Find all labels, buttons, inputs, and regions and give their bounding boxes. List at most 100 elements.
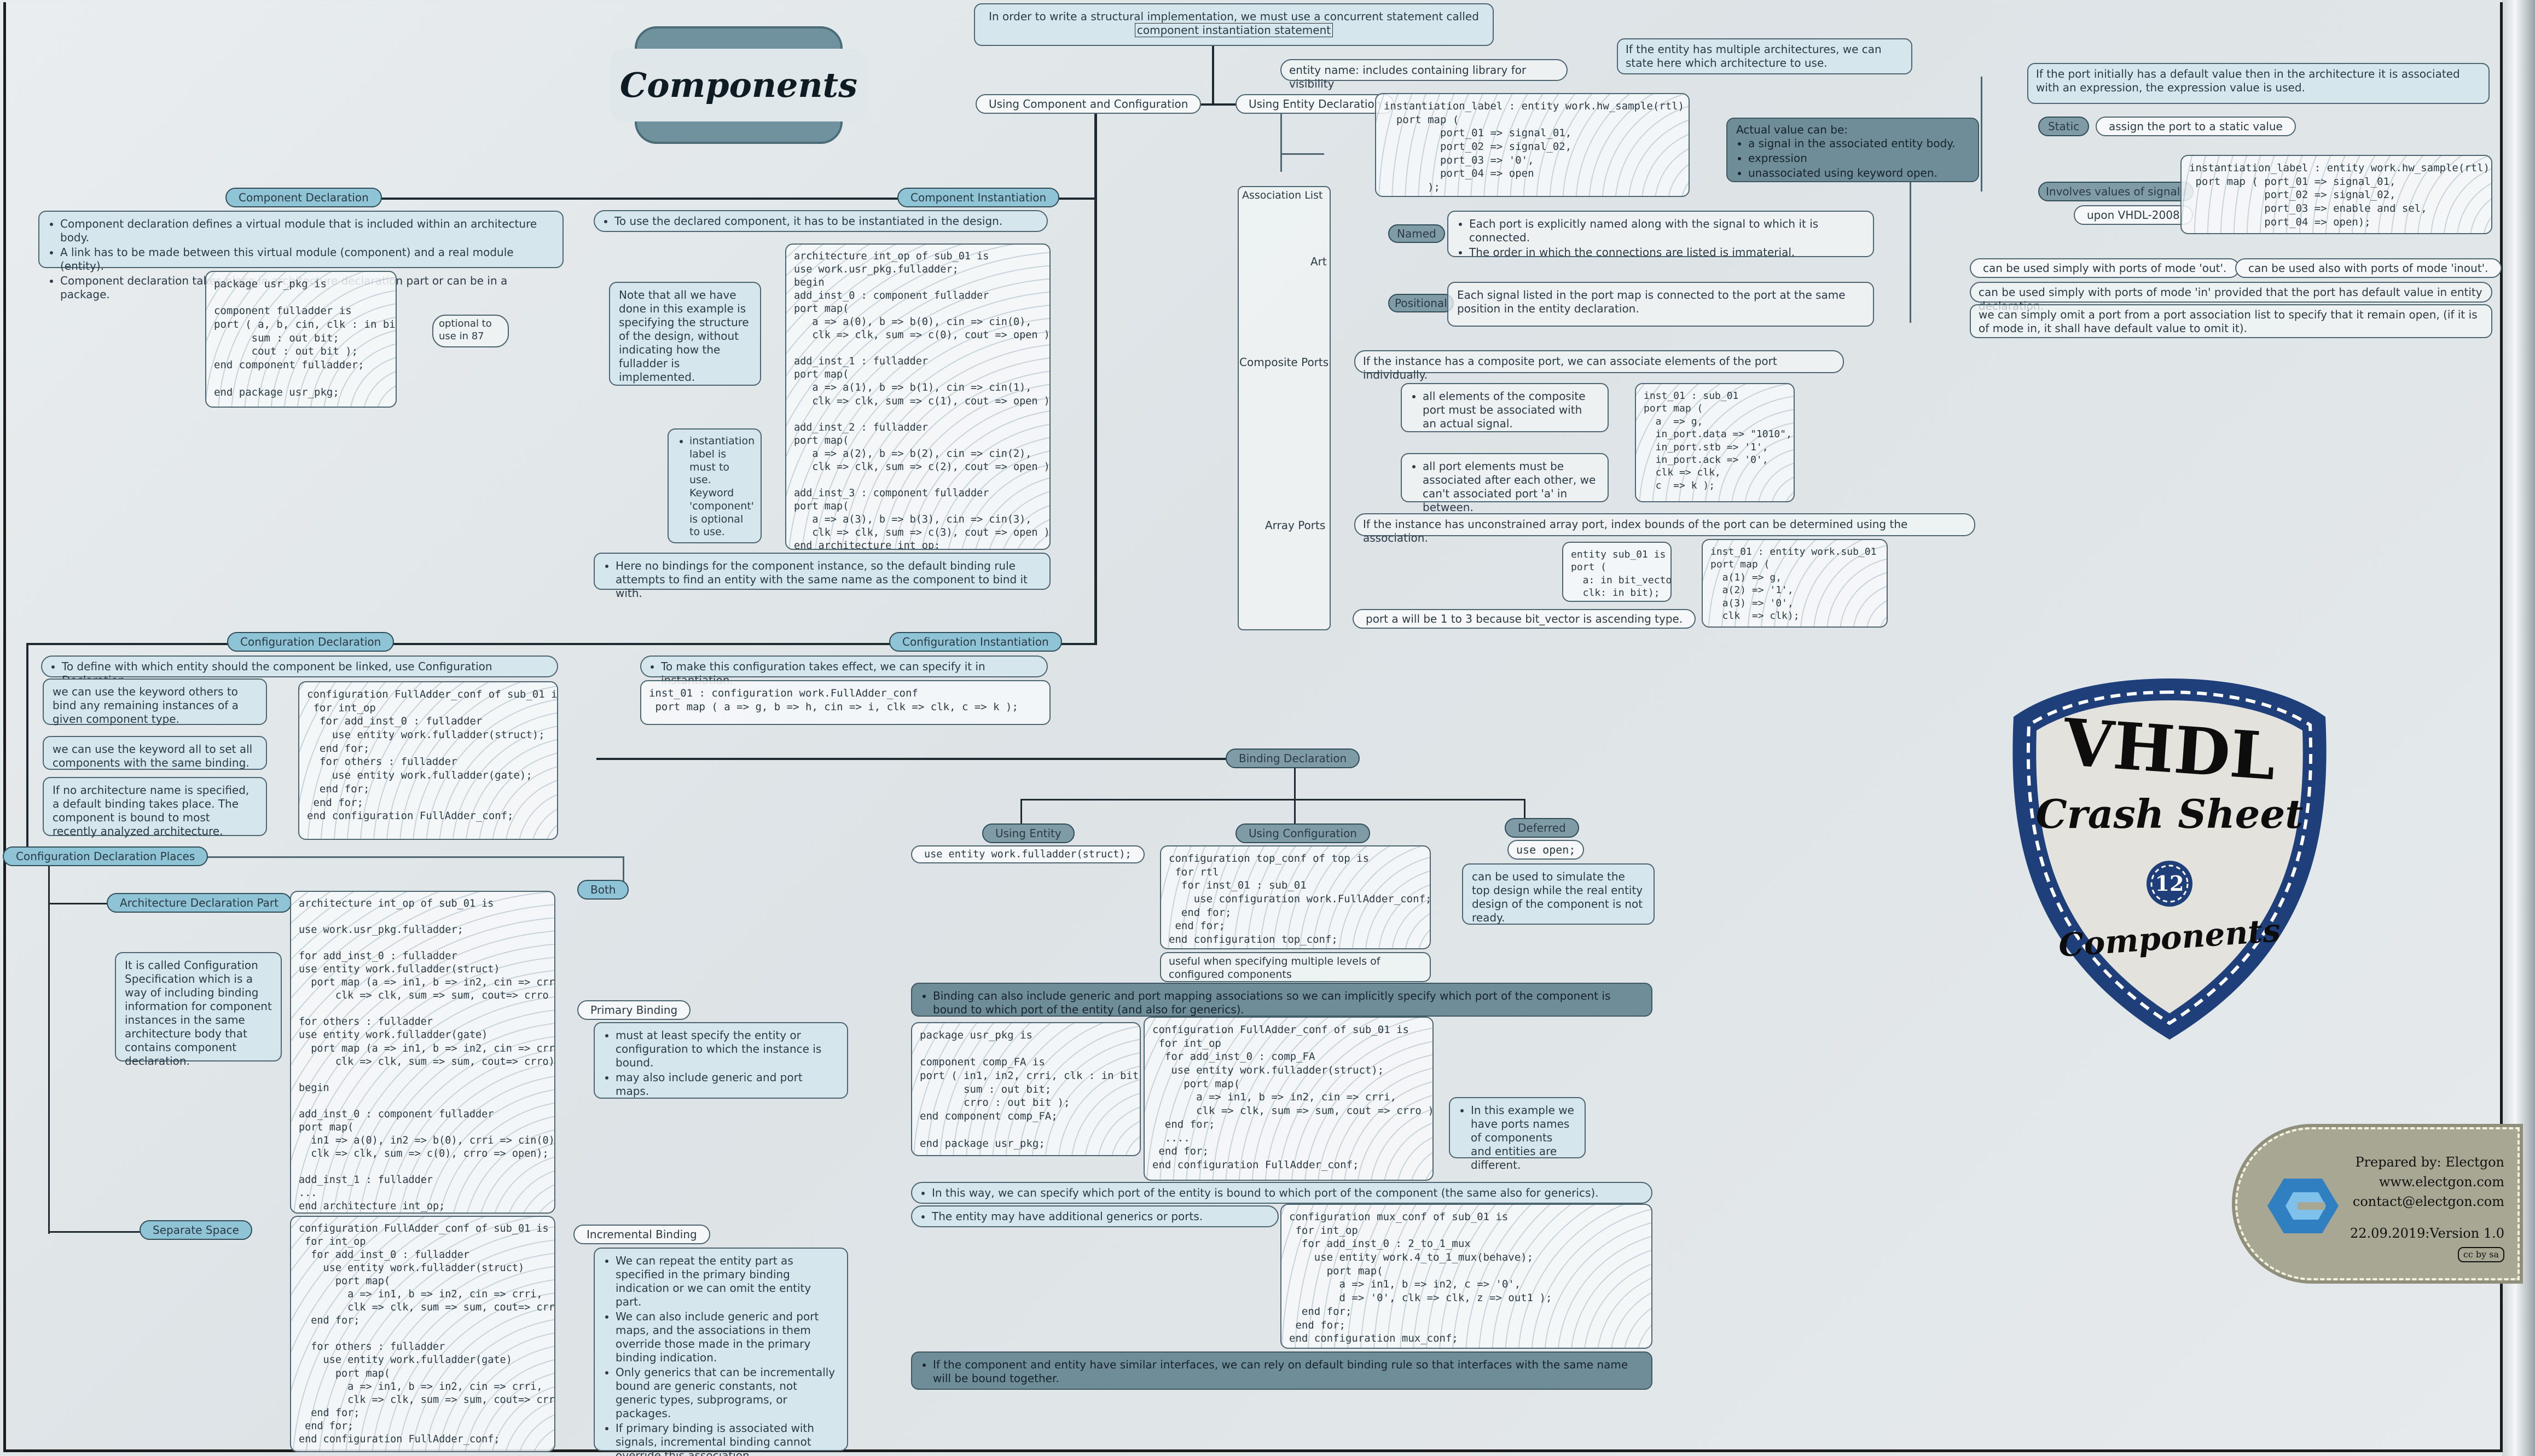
- specify-note: In this way, we can specify which port o…: [911, 1182, 1652, 1204]
- array-result-note: port a will be 1 to 3 because bit_vector…: [1353, 609, 1696, 629]
- page-title: Components: [610, 49, 868, 121]
- node-component-instantiation: Component Instantiation: [897, 188, 1060, 207]
- trunk-line: [1094, 103, 1097, 645]
- actual-title: Actual value can be:: [1736, 123, 1848, 136]
- electgon-logo-icon: [2267, 1179, 2339, 1233]
- label-note-text: instantiation label is must to use. Keyw…: [689, 435, 755, 539]
- signals-code: instantiation_label : entity work.hw_sam…: [2180, 155, 2492, 234]
- right-v-line: [1981, 77, 1982, 192]
- association-list-label: Association List: [1242, 189, 1323, 201]
- credit-text: Prepared by: Electgon www.electgon.com c…: [2350, 1152, 2504, 1263]
- comp-decl-item: Component declaration defines a virtual …: [60, 217, 554, 245]
- default-binding-text: Here no bindings for the component insta…: [616, 559, 1041, 600]
- composite-a-text: all elements of the composite port must …: [1423, 390, 1599, 431]
- similar-interfaces-note: If the component and entity have similar…: [911, 1351, 1652, 1390]
- node-using-entity: Using Entity: [982, 823, 1075, 843]
- node-separate-space: Separate Space: [140, 1220, 252, 1240]
- entity-name-note: entity name: includes containing library…: [1280, 59, 1568, 90]
- default-binding-note: Here no bindings for the component insta…: [594, 553, 1051, 600]
- omit-port-note: we can simply omit a port from a port as…: [1970, 304, 2492, 338]
- config-inst-note: To make this configuration takes effect,…: [640, 656, 1048, 687]
- comp-decl-item: A link has to be made between this virtu…: [60, 246, 554, 273]
- config-decl-note: To define with which entity should the c…: [41, 656, 558, 687]
- node-configuration-instantiation: Configuration Instantiation: [889, 632, 1062, 652]
- comp-decl-code: package usr_pkg is component fulladder i…: [205, 271, 397, 408]
- incremental-item: If primary binding is associated with si…: [616, 1422, 838, 1456]
- extra-generics-note: The entity may have additional generics …: [911, 1205, 1279, 1227]
- multi-levels-note: useful when specifying multiple levels o…: [1160, 952, 1431, 982]
- binding-branch-line: [1020, 799, 1524, 800]
- node-architecture-decl-part: Architecture Declaration Part: [107, 893, 292, 913]
- places-h2: [48, 1231, 141, 1233]
- structure-note: Note that all we have done in this examp…: [609, 282, 761, 386]
- branch-b: [1294, 766, 1296, 829]
- places-h1: [48, 903, 108, 904]
- array-entity-code: entity sub_01 is port ( a: in bit_vector…: [1562, 542, 1672, 602]
- others-note: we can use the keyword others to bind an…: [43, 678, 267, 726]
- incremental-item: We can repeat the entity part as specifi…: [616, 1254, 838, 1309]
- named-note: Each port is explicitly named along with…: [1447, 211, 1874, 259]
- credit-prepared: Prepared by: Electgon: [2355, 1155, 2504, 1170]
- comp-decl-notes: Component declaration defines a virtual …: [38, 211, 564, 301]
- branch-c: [1524, 799, 1525, 829]
- composite-note: If the instance has a composite port, we…: [1354, 350, 1844, 381]
- node-using-entity-decl: Using Entity Declaration: [1235, 94, 1395, 114]
- node-using-configuration: Using Configuration: [1235, 823, 1370, 843]
- node-static: Static: [2038, 117, 2090, 136]
- incremental-binding-note: We can repeat the entity part as specifi…: [594, 1248, 848, 1456]
- comp-inst-note-text: To use the declared component, it has to…: [614, 214, 1039, 228]
- page-frame: [3, 2, 2503, 1452]
- upon-vhdl-2008: upon VHDL-2008: [2074, 205, 2193, 225]
- no-arch-note: If no architecture name is specified, a …: [43, 777, 267, 838]
- inout-mode-note: can be used also with ports of mode 'ino…: [2235, 258, 2502, 278]
- extra-generics-text: The entity may have additional generics …: [932, 1210, 1270, 1223]
- composite-b-text: all port elements must be associated aft…: [1423, 460, 1599, 514]
- actual-value-box: Actual value can be: a signal in the ass…: [1726, 118, 1979, 182]
- actual-item: a signal in the associated entity body.: [1748, 137, 1969, 150]
- incremental-item: We can also include generic and port map…: [616, 1310, 838, 1365]
- actual-item: unassociated using keyword open.: [1748, 166, 1969, 180]
- comp-h-line: [301, 198, 1095, 200]
- node-using-comp-config: Using Component and Configuration: [976, 94, 1202, 114]
- named-item: Each port is explicitly named along with…: [1469, 217, 1864, 245]
- array-ports-label: Array Ports: [1265, 519, 1326, 532]
- positional-note: Each signal listed in the port map is co…: [1447, 282, 1874, 327]
- node-named: Named: [1388, 224, 1445, 243]
- top-note: In order to write a structural implement…: [974, 3, 1494, 46]
- out-mode-note: can be used simply with ports of mode 'o…: [1970, 258, 2240, 278]
- ports-names-note: In this example we have ports names of c…: [1449, 1097, 1586, 1171]
- title-plate: Components: [610, 26, 868, 144]
- primary-item: may also include generic and port maps.: [616, 1071, 838, 1098]
- both-line: [192, 856, 624, 858]
- mux-conf-code: configuration mux_conf of sub_01 is for …: [1280, 1204, 1652, 1349]
- entity-inst-code: instantiation_label : entity work.hw_sam…: [1375, 93, 1690, 197]
- badge-number: 12: [2155, 871, 2184, 896]
- node-primary-binding: Primary Binding: [577, 1000, 691, 1020]
- both-label: Both: [590, 883, 616, 896]
- label-note: instantiation label is must to use. Keyw…: [668, 428, 762, 543]
- node-component-declaration: Component Declaration: [225, 188, 382, 207]
- multi-arch-note: If the entity has multiple architectures…: [1617, 38, 1912, 74]
- binding-h-line: [596, 758, 1297, 760]
- config-spec-note: It is called Configuration Specification…: [115, 952, 282, 1068]
- static-note: assign the port to a static value: [2096, 117, 2296, 136]
- primary-binding-note: must at least specify the entity or conf…: [594, 1022, 848, 1099]
- credit-version: 22.09.2019:Version 1.0: [2350, 1226, 2504, 1241]
- binding-pkg-code: package usr_pkg is component comp_FA is …: [911, 1022, 1141, 1156]
- config-v-line: [26, 643, 28, 856]
- similar-interfaces-text: If the component and entity have similar…: [933, 1358, 1643, 1385]
- node-config-decl-places: Configuration Declaration Places: [3, 846, 208, 866]
- optional-87-note: optional to use in 87: [432, 315, 509, 347]
- all-note: we can use the keyword all to set all co…: [43, 736, 267, 770]
- branch-a: [1020, 799, 1022, 829]
- association-list-panel: Association List: [1238, 186, 1331, 630]
- arch-decl-code: architecture int_op of sub_01 is use wor…: [290, 891, 555, 1214]
- node-deferred: Deferred: [1505, 818, 1579, 838]
- actual-item: expression: [1748, 152, 1969, 165]
- node-configuration-declaration: Configuration Declaration: [227, 632, 395, 652]
- credit-box: Prepared by: Electgon www.electgon.com c…: [2232, 1124, 2523, 1284]
- node-involves-signals: Involves values of signals: [2038, 182, 2194, 201]
- deferred-code: use open;: [1507, 840, 1585, 860]
- top-note-keyword: component instantiation statement: [1134, 23, 1333, 37]
- assoc-h-line: [1280, 153, 1324, 155]
